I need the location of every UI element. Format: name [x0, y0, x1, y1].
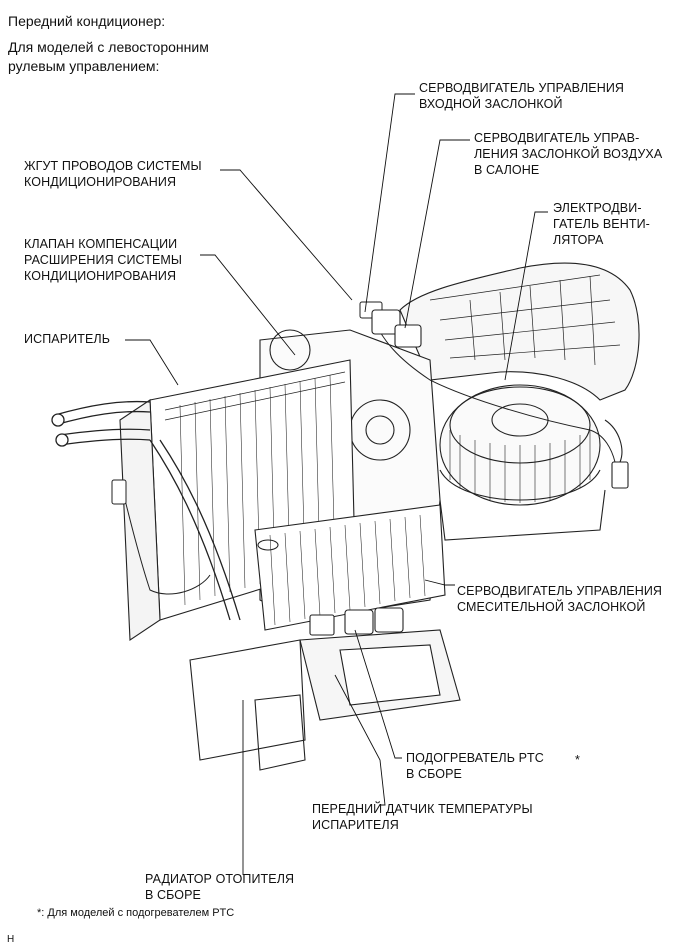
- ptc-asterisk: *: [575, 753, 580, 767]
- label-ptc-heater: ПОДОГРЕВАТЕЛЬ PTC В СБОРЕ: [406, 751, 544, 781]
- label-air-mix-servo: СЕРВОДВИГАТЕЛЬ УПРАВЛЕНИЯ СМЕСИТЕЛЬНОЙ З…: [457, 584, 663, 614]
- footnote: *: Для моделей с подогревателем PTC: [37, 907, 235, 919]
- heater-core: [254, 504, 446, 631]
- label-blower-motor: ЭЛЕКТРОДВИ- ГАТЕЛЬ ВЕНТИ- ЛЯТОРА: [553, 201, 650, 247]
- leader-lines: [125, 93, 548, 875]
- lower-duct: [189, 629, 461, 771]
- corner-mark: H: [7, 934, 15, 945]
- refrigerant-pipes: [51, 400, 241, 621]
- label-heater-radiator: РАДИАТОР ОТОПИТЕЛЯ В СБОРЕ: [145, 872, 295, 902]
- blower-connector: [604, 419, 629, 489]
- label-expansion-valve: КЛАПАН КОМПЕНСАЦИИ РАСШИРЕНИЯ СИСТЕМЫ КО…: [24, 237, 183, 283]
- label-inlet-servo: СЕРВОДВИГАТЕЛЬ УПРАВЛЕНИЯ ВХОДНОЙ ЗАСЛОН…: [419, 81, 625, 111]
- label-evaporator: ИСПАРИТЕЛЬ: [24, 332, 111, 346]
- label-wire-harness: ЖГУТ ПРОВОДОВ СИСТЕМЫ КОНДИЦИОНИРОВАНИЯ: [24, 159, 202, 189]
- label-evap-temp-sensor: ПЕРЕДНИЙ ДАТЧИК ТЕМПЕРАТУРЫ ИСПАРИТЕЛЯ: [312, 802, 533, 832]
- page-subtitle: Для моделей с левосторонним рулевым упра…: [8, 39, 209, 74]
- label-air-outlet-servo: СЕРВОДВИГАТЕЛЬ УПРАВ- ЛЕНИЯ ЗАСЛОНКОЙ ВО…: [474, 131, 663, 177]
- page-title: Передний кондиционер:: [8, 13, 166, 29]
- blower-housing: [399, 262, 640, 541]
- servo-motors: [309, 309, 422, 636]
